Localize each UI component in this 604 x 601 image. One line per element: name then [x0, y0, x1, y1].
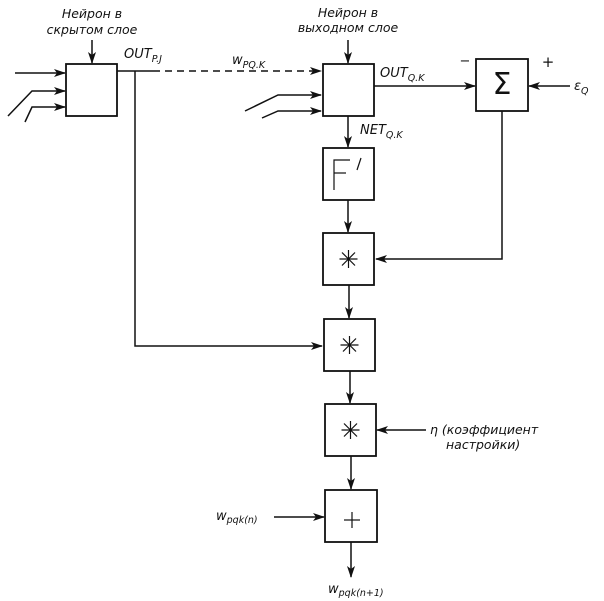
hidden-input-arrow-3 — [24, 103, 66, 123]
output-neuron-box — [322, 63, 375, 117]
eta-label-line1: η (коэффициент — [430, 422, 539, 437]
derivative-box — [322, 147, 375, 201]
w-in-label: wpqk(n) — [216, 509, 258, 526]
out-qk-label: OUTQ.K — [380, 66, 425, 84]
out-pj-label: OUTP.J — [124, 47, 162, 65]
multiply-1-icon — [339, 250, 358, 268]
hidden-neuron-box — [65, 63, 118, 117]
eta-label-line2: настройки) — [446, 437, 520, 452]
plus-icon — [344, 512, 360, 528]
output-neuron-caption-line2: выходном слое — [298, 20, 399, 35]
w-out-label: wpqk(n+1) — [328, 582, 384, 599]
multiply-2-icon — [340, 336, 359, 354]
hidden-neuron-caption-line2: скрытом слое — [47, 22, 138, 37]
w-pqk-label: wPQ.K — [232, 53, 266, 71]
out-pj-to-multiply2-arrow — [134, 71, 323, 350]
epsilon-q-label: εQ — [574, 79, 589, 97]
output-input-arrow-3 — [261, 107, 322, 119]
hidden-input-arrow-2 — [7, 87, 66, 117]
output-input-arrow-2 — [244, 91, 322, 112]
multiply-3-icon — [341, 421, 360, 439]
sigma-icon: Σ — [493, 67, 512, 102]
adder-box — [324, 489, 378, 543]
output-neuron-caption-line1: Нейрон в — [318, 5, 378, 20]
f-prime-icon — [333, 157, 362, 190]
error-to-multiply1-arrow — [375, 111, 503, 263]
net-qk-label: NETQ.K — [360, 123, 403, 141]
minus-sign: − — [460, 54, 471, 69]
plus-sign: + — [542, 53, 555, 71]
hidden-neuron-caption-line1: Нейрон в — [62, 6, 122, 21]
